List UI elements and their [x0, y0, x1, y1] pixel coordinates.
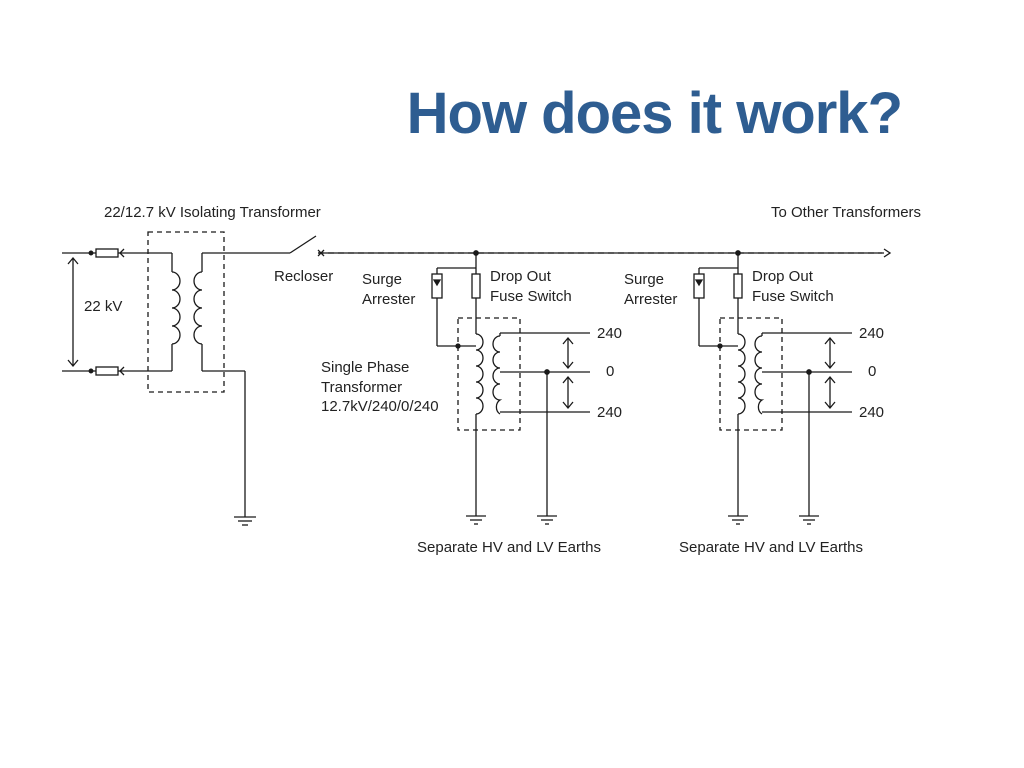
- drop-out-fuse-label: Fuse Switch: [752, 288, 834, 305]
- isolating-transformer-label: 22/12.7 kV Isolating Transformer: [104, 204, 321, 221]
- earths-label: Separate HV and LV Earths: [679, 539, 863, 556]
- drop-out-fuse-label: Fuse Switch: [490, 288, 572, 305]
- single-phase-transformer-label: Transformer: [321, 379, 402, 396]
- earth-icon: [537, 515, 557, 525]
- isolating-transformer-primary-coil: [171, 253, 181, 371]
- drop-out-fuse-label: Drop Out: [490, 268, 552, 285]
- input-voltage-label: 22 kV: [84, 298, 122, 315]
- input-voltage-arrow: [67, 256, 79, 368]
- fuse-arrow-icon: [119, 366, 125, 376]
- output-voltage-label: 240: [597, 325, 622, 342]
- earth-icon: [466, 515, 486, 525]
- output-voltage-label: 0: [606, 363, 614, 380]
- isolating-transformer-box: [147, 231, 225, 393]
- surge-arrester-label: Arrester: [624, 291, 677, 308]
- fuse-arrow-icon: [119, 248, 125, 258]
- hv-main-line: [202, 235, 892, 258]
- output-voltage-label: 240: [597, 404, 622, 421]
- recloser-label: Recloser: [274, 268, 333, 285]
- output-voltage-label: 240: [859, 404, 884, 421]
- surge-arrester-label: Surge: [624, 271, 664, 288]
- fuse-icon: [95, 248, 119, 258]
- single-phase-transformer-box: [719, 317, 783, 431]
- earth-icon: [728, 515, 748, 525]
- slide-title: How does it work?: [406, 81, 903, 146]
- earths-label: Separate HV and LV Earths: [417, 539, 601, 556]
- isolating-transformer-secondary-coil: [193, 253, 245, 372]
- output-voltage-label: 0: [868, 363, 876, 380]
- surge-arrester-label: Arrester: [362, 291, 415, 308]
- drop-out-fuse-label: Drop Out: [752, 268, 814, 285]
- recloser-contact-icon: [317, 249, 325, 257]
- earth-icon: [234, 371, 256, 526]
- to-other-transformers-label: To Other Transformers: [771, 204, 921, 221]
- earth-icon: [799, 515, 819, 525]
- unit-1: [431, 253, 590, 525]
- surge-arrester-label: Surge: [362, 271, 402, 288]
- drop-out-fuse-icon: [733, 273, 743, 299]
- single-phase-transformer-label: Single Phase: [321, 359, 409, 376]
- single-phase-transformer-label: 12.7kV/240/0/240: [321, 398, 439, 415]
- drop-out-fuse-icon: [471, 273, 481, 299]
- single-phase-transformer-box: [457, 317, 521, 431]
- fuse-icon: [95, 366, 119, 376]
- unit-2: [693, 253, 852, 525]
- output-voltage-label: 240: [859, 325, 884, 342]
